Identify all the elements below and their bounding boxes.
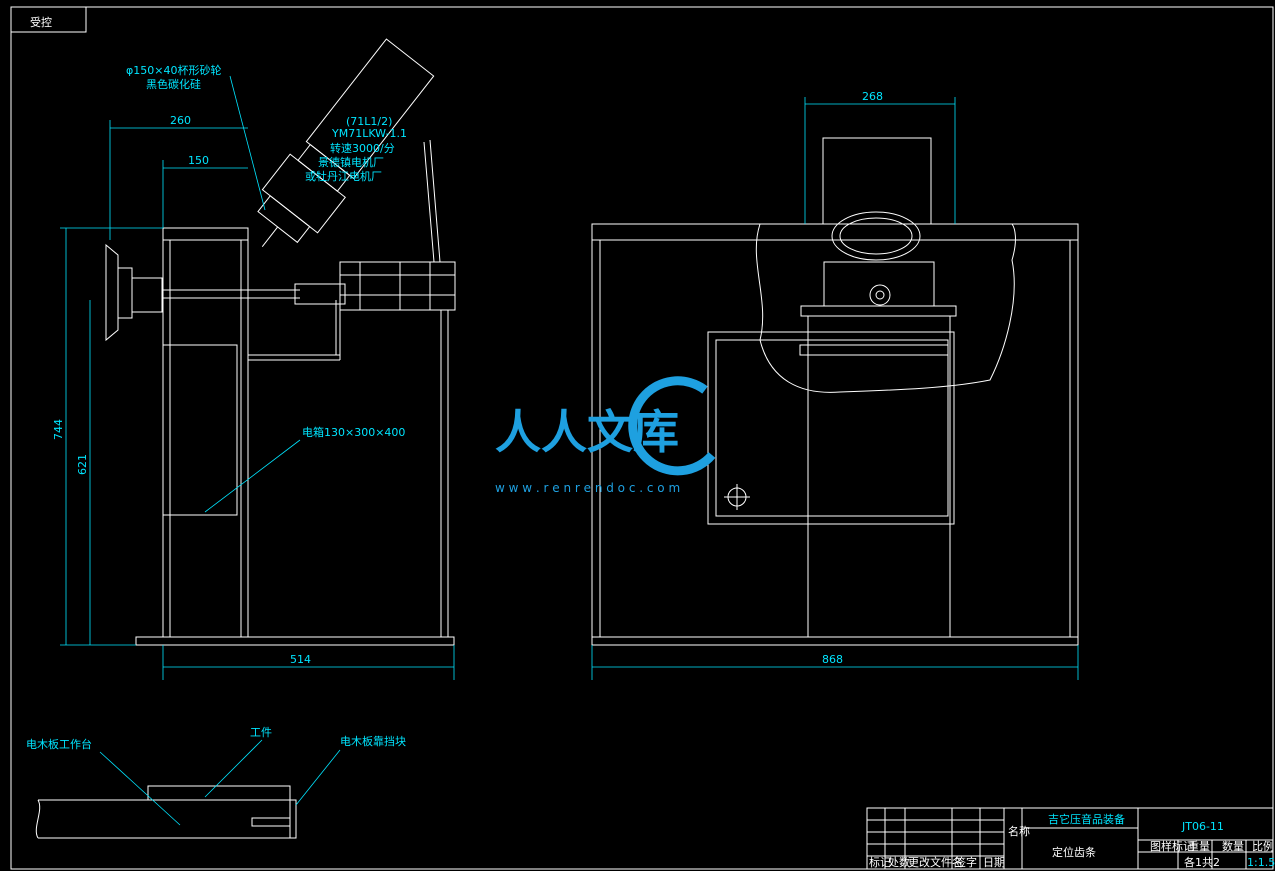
watermark: 人人文库 w w w . r e n r e n d o c . c o m [495, 376, 716, 495]
left-floor-plate [135, 636, 455, 646]
watermark-text: 人人文库 [495, 405, 679, 459]
dim-268: 268 [862, 90, 883, 103]
motor-note-5: 或牡丹江电机厂 [305, 169, 382, 183]
title-block: 名称 吉它压音品装备 定位齿条 JT06-11 图样标记 重量 数量 比例 各1… [866, 807, 1275, 870]
col-weight: 重量 [1188, 839, 1210, 853]
col-scale: 比例 [1252, 839, 1274, 853]
part-name: 定位齿条 [1052, 845, 1096, 859]
right-floor-plate [591, 636, 1079, 646]
feed-unit [294, 261, 456, 311]
motor-note-4: 景德镇电机厂 [318, 155, 384, 169]
col-qty: 数量 [1222, 840, 1244, 853]
row-label-sign: 签字 [955, 855, 977, 869]
wheel-note-1: φ150×40杯形砂轮 [126, 63, 221, 77]
left-annotations: φ150×40杯形砂轮 黑色碳化硅 (71L1/2) YM71LKW-1.1 转… [126, 63, 407, 513]
motor-note-1: (71L1/2) [346, 115, 392, 128]
row-label-date: 日期 [983, 856, 1005, 869]
box-note: 电箱130×300×400 [302, 425, 405, 439]
sheet-count: 各1共2 [1184, 855, 1220, 869]
left-dimensions: 260 150 744 621 514 [52, 114, 455, 680]
dim-868: 868 [822, 653, 843, 666]
watermark-url: w w w . r e n r e n d o c . c o m [495, 481, 680, 495]
right-box-outline [707, 331, 955, 525]
drawing-no: JT06-11 [1181, 820, 1224, 833]
left-view [105, 38, 456, 646]
scale-value: 1:1.5 [1247, 856, 1275, 869]
label-table: 电木板工作台 [26, 737, 92, 751]
detail-view: 电木板工作台 工件 电木板靠挡块 [26, 726, 406, 839]
dim-621: 621 [76, 454, 89, 475]
right-view [591, 137, 1079, 646]
right-dimensions: 268 868 [591, 90, 1079, 680]
label-work: 工件 [250, 726, 272, 739]
row-label-file: 更改文件名 [908, 855, 963, 869]
corner-tag-box [10, 6, 87, 33]
motor-note-3: 转速3000/分 [330, 141, 395, 155]
left-table-top [162, 227, 249, 241]
col-stage: 图样标记 [1150, 839, 1194, 853]
corner-tag: 受控 [30, 15, 52, 29]
dim-514: 514 [290, 653, 311, 666]
row-label-mark: 标记 [869, 855, 891, 869]
row-label-count: 处数 [888, 856, 910, 869]
dim-150: 150 [188, 154, 209, 167]
label-stop: 电木板靠挡块 [340, 734, 406, 748]
inclined-motor [257, 38, 435, 247]
drawing-border [10, 6, 1274, 870]
product-name: 吉它压音品装备 [1048, 812, 1125, 826]
dim-260: 260 [170, 114, 191, 127]
motor-note-2: YM71LKW-1.1 [331, 127, 407, 140]
dim-744: 744 [52, 419, 65, 440]
handwheel [105, 243, 300, 342]
side-label: 名称 [1008, 824, 1030, 838]
wheel-note-2: 黑色碳化硅 [146, 77, 201, 91]
right-motor [822, 137, 932, 225]
electric-box [162, 344, 238, 516]
